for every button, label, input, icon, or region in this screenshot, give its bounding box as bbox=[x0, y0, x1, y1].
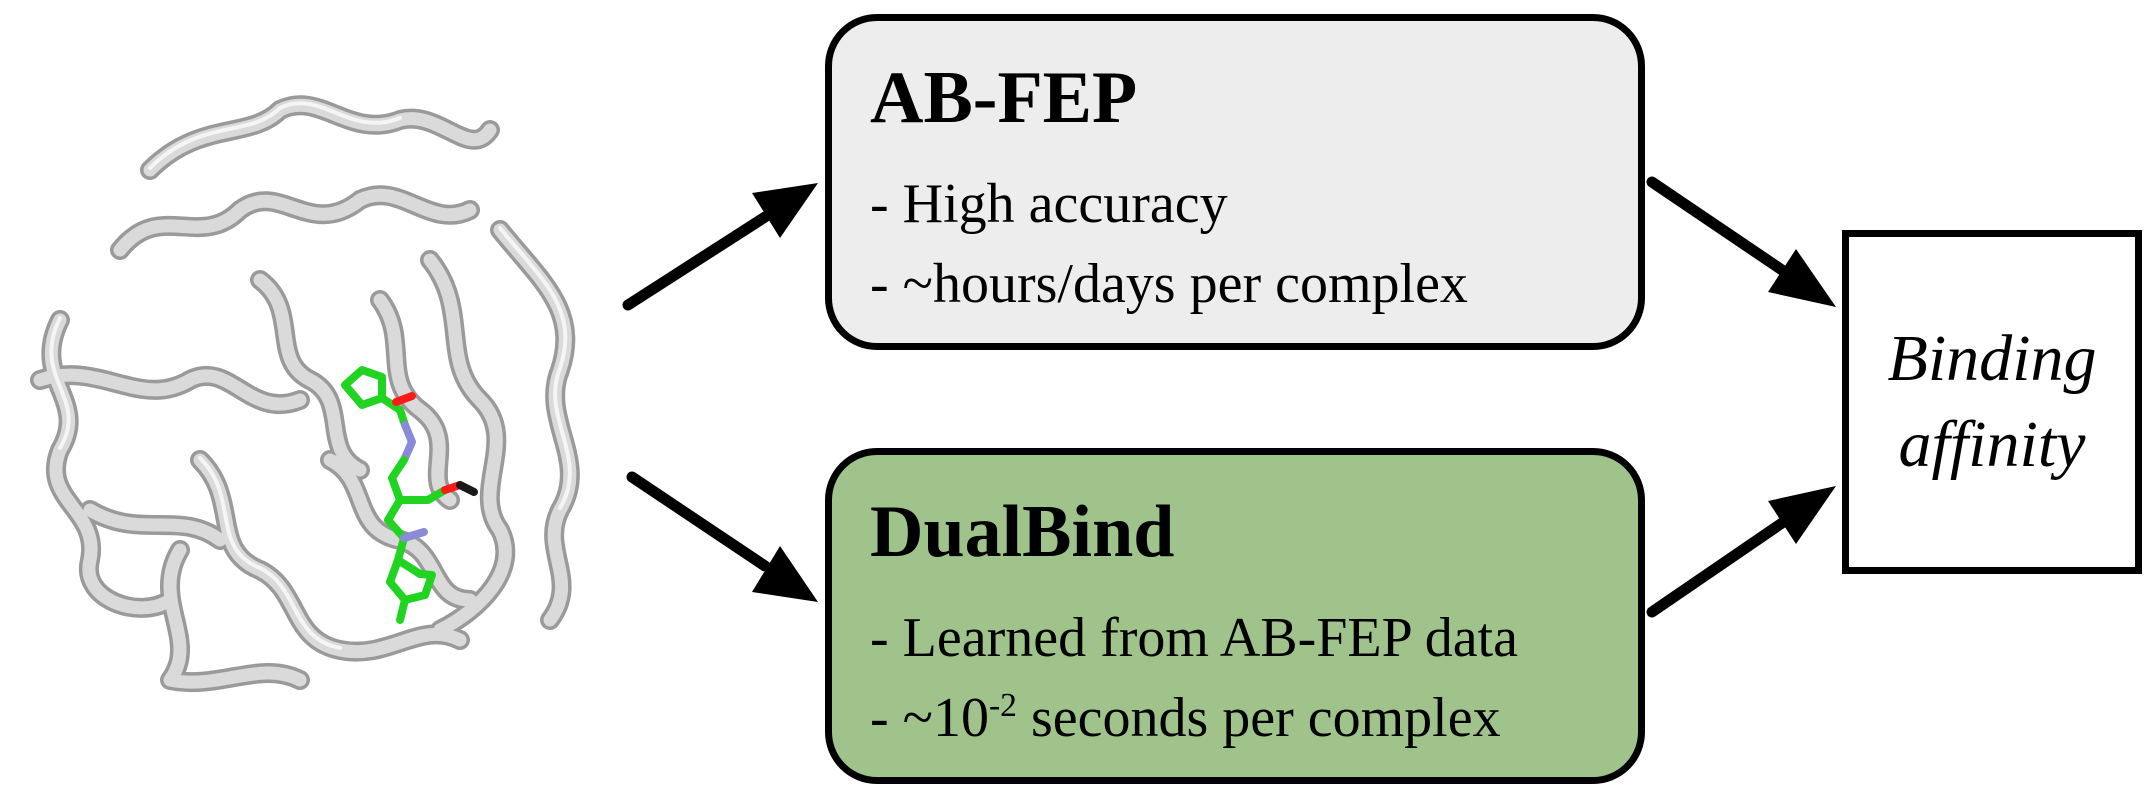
arrow-icon bbox=[1646, 486, 1836, 618]
protein-ribbon-icon bbox=[30, 95, 580, 693]
abfep-title: AB-FEP bbox=[870, 57, 1138, 139]
dualbind-time-bullet: - ~10-2 seconds per complex bbox=[870, 686, 1501, 749]
binding-affinity-box: Binding affinity bbox=[1842, 230, 2142, 574]
dualbind-training-bullet: - Learned from AB-FEP data bbox=[870, 607, 1518, 669]
protein-structure-illustration bbox=[30, 95, 580, 693]
dualbind-time-prefix: - ~10 bbox=[870, 687, 989, 749]
abfep-method-box: AB-FEP - High accuracy - ~hours/days per… bbox=[825, 14, 1645, 350]
dualbind-title: DualBind bbox=[870, 491, 1175, 573]
abfep-accuracy-bullet: - High accuracy bbox=[870, 173, 1228, 235]
dualbind-time-suffix: seconds per complex bbox=[1016, 687, 1501, 749]
ligand-molecule-icon bbox=[341, 366, 478, 624]
arrow-icon bbox=[622, 183, 818, 311]
dualbind-method-box: DualBind - Learned from AB-FEP data - ~1… bbox=[825, 448, 1645, 784]
abfep-time-bullet: - ~hours/days per complex bbox=[870, 253, 1468, 315]
binding-affinity-line1: Binding bbox=[1887, 322, 2097, 396]
arrow-icon bbox=[1646, 176, 1836, 307]
dualbind-time-exponent: -2 bbox=[988, 686, 1017, 724]
arrow-icon bbox=[626, 471, 818, 602]
binding-affinity-line2: affinity bbox=[1898, 408, 2086, 481]
